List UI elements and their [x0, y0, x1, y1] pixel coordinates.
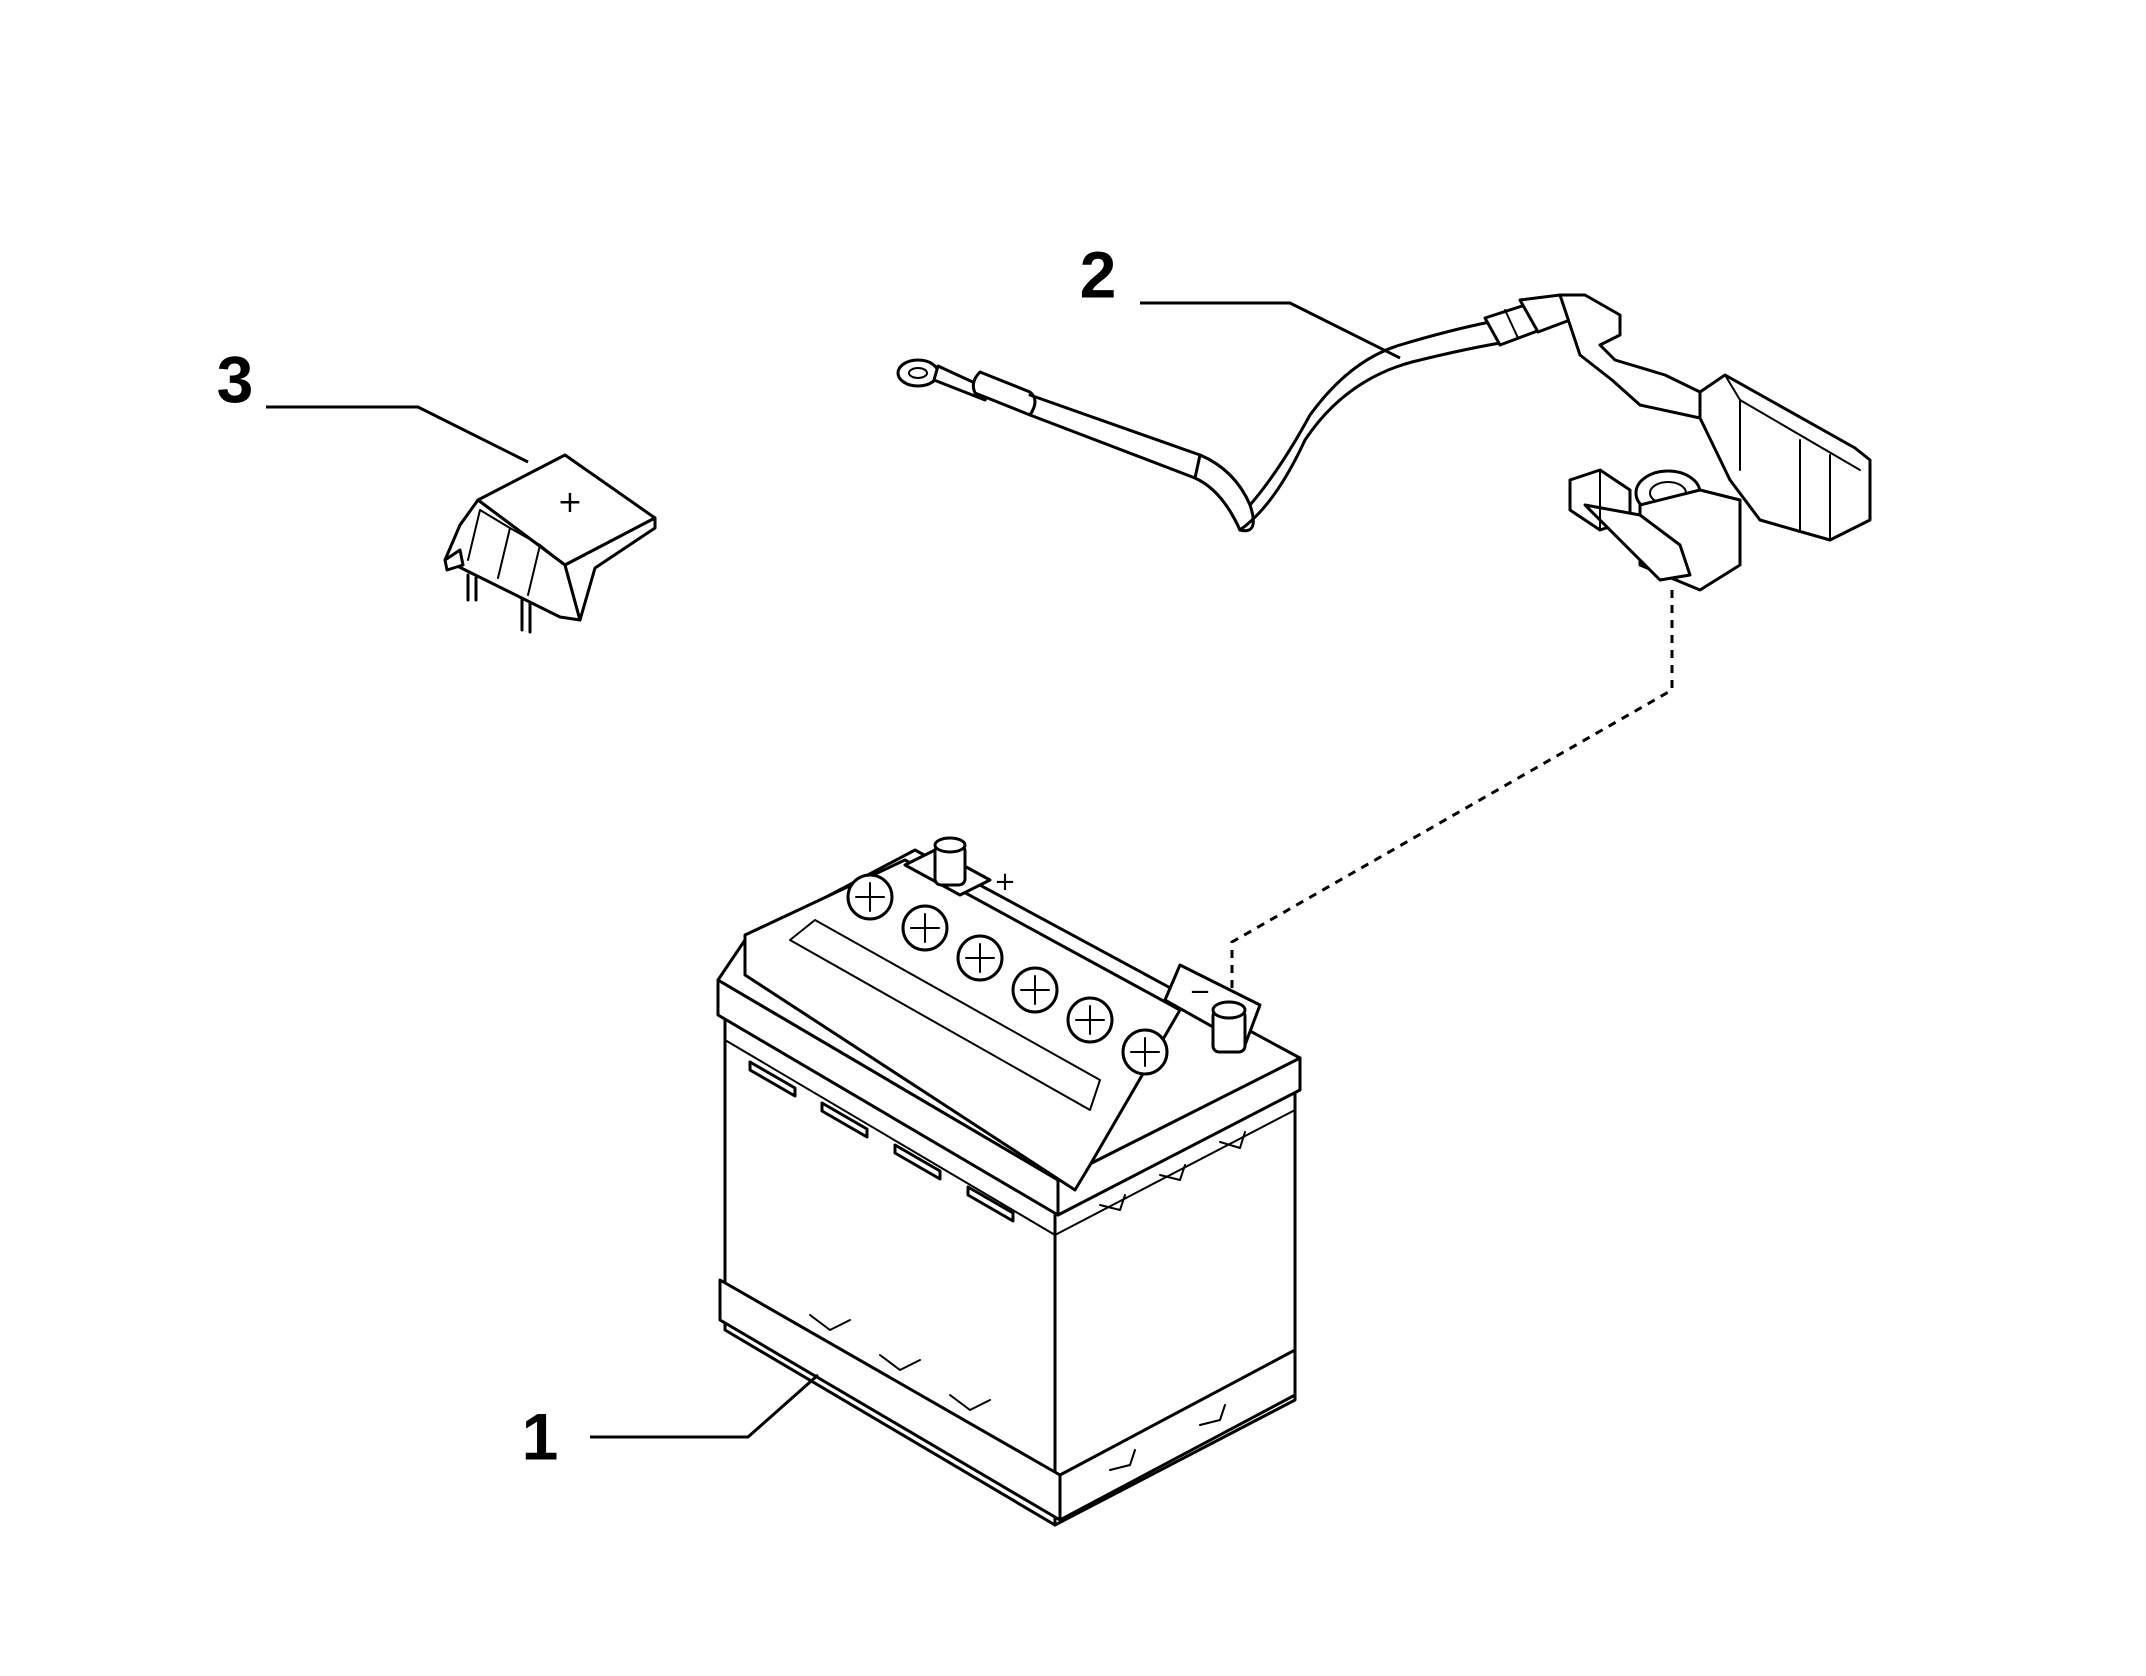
- battery-positive-terminal: [903, 836, 992, 897]
- callout-leader-2: [1140, 301, 1401, 360]
- battery-cell-caps: [846, 873, 1169, 1076]
- assembly-guide-line: [1230, 590, 1674, 1000]
- callout-leader-1: [590, 1373, 819, 1439]
- battery-negative-terminal: [1163, 963, 1262, 1054]
- callout-number-1: 1: [522, 1399, 559, 1473]
- battery-part[interactable]: + −: [716, 836, 1302, 1527]
- callout-number-3: 3: [217, 342, 254, 416]
- battery-plus-symbol: +: [994, 867, 1016, 897]
- positive-cable-part[interactable]: [896, 293, 1872, 592]
- callout-leader-3: [266, 405, 529, 464]
- battery-vent-slots: [748, 1060, 1015, 1223]
- terminal-cover-plus-symbol: +: [557, 485, 582, 520]
- battery-minus-symbol: −: [1189, 977, 1211, 1007]
- terminal-cover-part[interactable]: +: [443, 453, 657, 634]
- callout-number-2: 2: [1080, 237, 1117, 311]
